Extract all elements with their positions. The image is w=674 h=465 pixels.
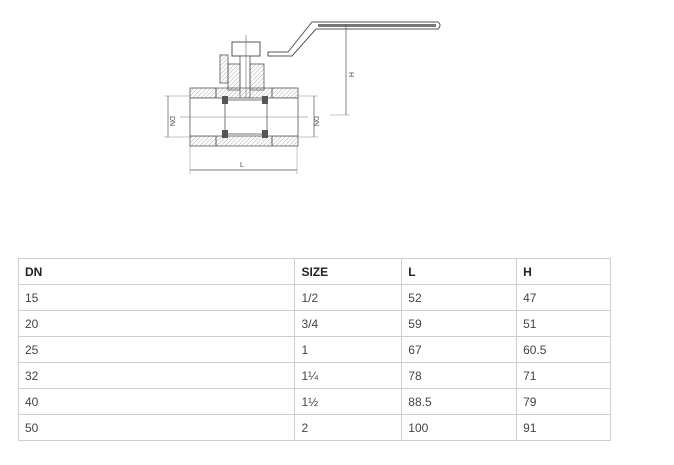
- table-row: 20 3/4 59 51: [17, 310, 611, 337]
- cell-dn: 15: [17, 284, 296, 311]
- table-row: 50 2 100 91: [17, 414, 611, 441]
- valve-stem: [219, 35, 265, 118]
- cell-dn: 32: [17, 362, 296, 389]
- cell-dn: 25: [17, 336, 296, 363]
- ball-valve-technical-drawing: DN DN L H: [150, 0, 450, 200]
- cell-l: 59: [401, 310, 518, 337]
- dn-left-label: DN: [168, 116, 175, 126]
- dimension-lines: [164, 24, 350, 174]
- cell-dn: 40: [17, 388, 296, 415]
- table-row: 40 1½ 88.5 79: [17, 388, 611, 415]
- cell-l: 67: [401, 336, 518, 363]
- header-l: L: [401, 258, 518, 285]
- height-label: H: [347, 72, 354, 77]
- cell-size: 2: [294, 414, 403, 441]
- dimensions-table: DN SIZE L H 15 1/2 52 47 20 3/4 59 51 25…: [17, 258, 611, 441]
- cell-h: 91: [516, 414, 611, 441]
- cell-size: 3/4: [294, 310, 403, 337]
- header-size: SIZE: [294, 258, 403, 285]
- cell-h: 60.5: [516, 336, 611, 363]
- header-h: H: [516, 258, 611, 285]
- cell-h: 51: [516, 310, 611, 337]
- cell-l: 100: [401, 414, 518, 441]
- header-dn: DN: [17, 258, 296, 285]
- cell-h: 47: [516, 284, 611, 311]
- dn-right-label: DN: [312, 116, 319, 126]
- cell-size: 1¼: [294, 362, 403, 389]
- valve-body: [180, 87, 308, 147]
- lever-handle: [267, 21, 441, 57]
- cell-l: 52: [401, 284, 518, 311]
- cell-size: 1/2: [294, 284, 403, 311]
- table-header-row: DN SIZE L H: [17, 258, 611, 285]
- length-label: L: [240, 162, 244, 169]
- cell-l: 78: [401, 362, 518, 389]
- cell-h: 71: [516, 362, 611, 389]
- cell-dn: 50: [17, 414, 296, 441]
- table-row: 32 1¼ 78 71: [17, 362, 611, 389]
- cell-size: 1: [294, 336, 403, 363]
- table-row: 25 1 67 60.5: [17, 336, 611, 363]
- cell-h: 79: [516, 388, 611, 415]
- cell-l: 88.5: [401, 388, 518, 415]
- table-row: 15 1/2 52 47: [17, 284, 611, 311]
- cell-size: 1½: [294, 388, 403, 415]
- cell-dn: 20: [17, 310, 296, 337]
